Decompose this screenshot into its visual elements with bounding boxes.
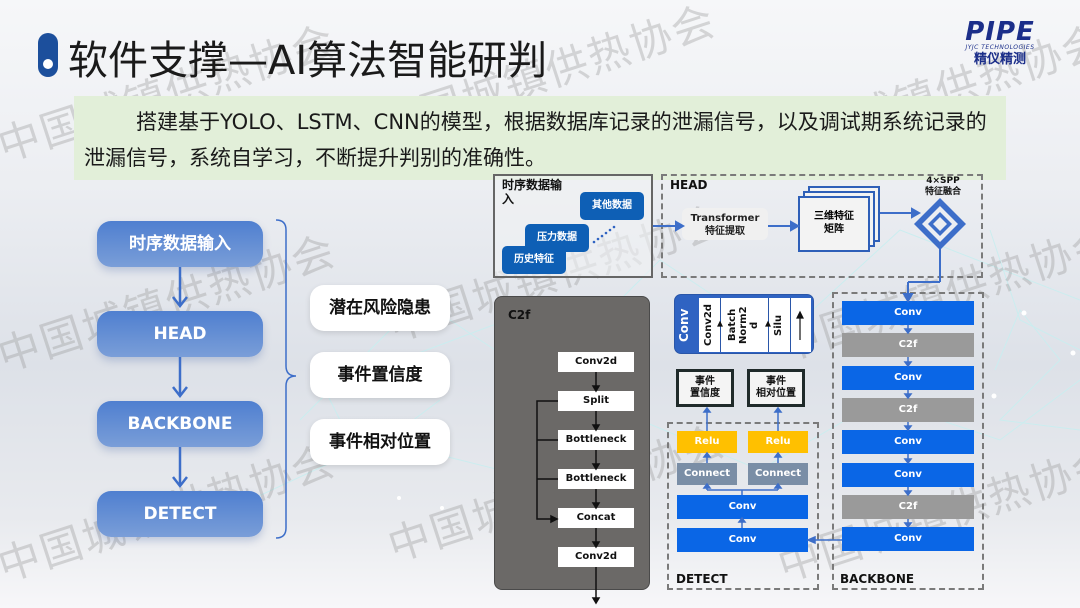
c2f-conv2d-bottom: Conv2d: [558, 547, 634, 567]
output-position: 事件相对位置: [310, 419, 450, 465]
spp-subtitle: 特征融合: [924, 187, 961, 197]
backbone-c2f-3: C2f: [842, 495, 974, 519]
conv-part-batchnorm: Batch Norm2 d: [721, 298, 769, 352]
detect-connect-right: Connect: [748, 463, 808, 485]
c2f-bottleneck-2: Bottleneck: [558, 469, 634, 489]
backbone-c2f-2: C2f: [842, 398, 974, 422]
logo-chinese-name: 精仪精测: [973, 52, 1026, 67]
detect-relu-left: Relu: [677, 431, 737, 453]
title-marker-icon: [38, 33, 58, 77]
detect-panel-label: DETECT: [676, 572, 728, 586]
spp-title: 4×SPP: [926, 176, 960, 186]
input-panel-title: 时序数据输入: [502, 178, 563, 206]
backbone-conv-1: Conv: [842, 301, 974, 325]
flow-step-detect: DETECT: [97, 491, 263, 537]
conv-part-output: [791, 298, 811, 352]
output-confidence: 事件置信度: [310, 352, 450, 398]
flow-arrow-head: [172, 476, 188, 489]
conv-block: Conv Conv2d Batch Norm2 d Silu: [674, 294, 814, 354]
intro-panel: 搭建基于YOLO、LSTM、CNN的模型，根据数据库记录的泄漏信号，以及调试期系…: [74, 96, 1006, 180]
slide-title: 软件支撑—AI算法智能研判: [68, 38, 548, 84]
backbone-conv-4: Conv: [842, 463, 974, 487]
backbone-conv-3: Conv: [842, 430, 974, 454]
detect-output-confidence: 事件 置信度: [676, 369, 734, 407]
detect-conv-bottom: Conv: [677, 528, 808, 552]
backbone-panel-label: BACKBONE: [840, 572, 915, 586]
flow-step-backbone: BACKBONE: [97, 401, 263, 447]
company-logo: PIPE JYJC TECHNOLOGIES 精仪精测: [960, 17, 1040, 68]
flow-step-head: HEAD: [97, 311, 263, 357]
logo-subtitle: JYJC TECHNOLOGIES: [965, 44, 1035, 51]
detect-output-position: 事件 相对位置: [747, 369, 805, 407]
transformer-title: Transformer: [690, 213, 760, 224]
c2f-split: Split: [558, 391, 634, 411]
transformer-subtitle: 特征提取: [705, 226, 745, 237]
input-card-other: 其他数据: [580, 192, 644, 220]
c2f-panel-label: C2f: [508, 308, 531, 322]
flow-step-input: 时序数据输入: [97, 221, 263, 267]
input-card-history: 历史特征: [502, 246, 566, 274]
output-risk: 潜在风险隐患: [310, 285, 450, 331]
flow-arrow-head: [172, 386, 188, 399]
brace: [275, 219, 297, 539]
matrix-card-front: 三维特征 矩阵: [798, 196, 870, 252]
backbone-c2f-1: C2f: [842, 333, 974, 357]
detect-relu-right: Relu: [748, 431, 808, 453]
head-panel-label: HEAD: [670, 178, 708, 192]
backbone-conv-5: Conv: [842, 527, 974, 551]
conv-block-label: Conv: [677, 308, 691, 342]
logo-mark: PIPE: [965, 17, 1035, 47]
matrix-label-2: 矩阵: [824, 224, 844, 235]
intro-text: 搭建基于YOLO、LSTM、CNN的模型，根据数据库记录的泄漏信号，以及调试期系…: [84, 110, 987, 170]
detect-connect-left: Connect: [677, 463, 737, 485]
detect-conv-top: Conv: [677, 495, 808, 519]
c2f-concat: Concat: [558, 508, 634, 528]
c2f-conv2d-top: Conv2d: [558, 352, 634, 372]
transformer-box: Transformer 特征提取: [682, 208, 768, 240]
c2f-bottleneck-1: Bottleneck: [558, 430, 634, 450]
conv-part-silu: Silu: [769, 298, 791, 352]
conv-part-conv2d: Conv2d: [699, 298, 721, 352]
flow-arrow-head: [172, 296, 188, 309]
matrix-label-1: 三维特征: [814, 211, 854, 222]
spp-label: 4×SPP 特征融合: [915, 176, 971, 198]
backbone-conv-2: Conv: [842, 366, 974, 390]
detect-panel: [667, 422, 819, 590]
